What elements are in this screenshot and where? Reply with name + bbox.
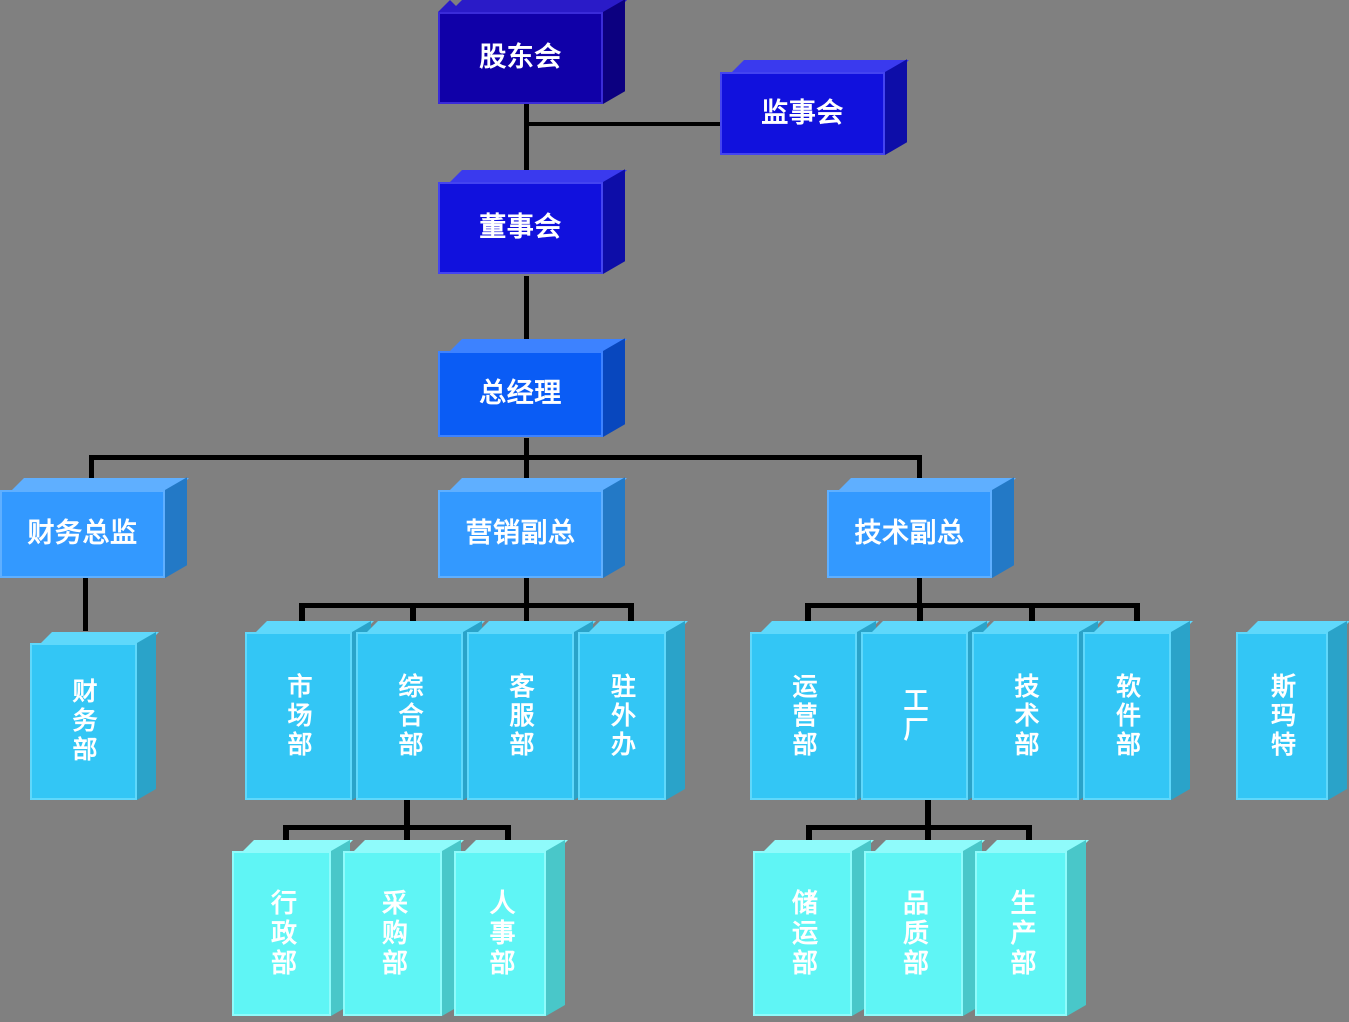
node-vp-tech-label: 技术副总 [827, 490, 992, 578]
node-smart-label: 斯玛特 [1236, 632, 1328, 800]
node-vp-marketing-side-face [603, 477, 625, 578]
node-market-dept-label: 市场部 [245, 632, 352, 800]
node-service-dept-label: 客服部 [467, 632, 574, 800]
node-storage-dept-label: 储运部 [753, 851, 852, 1016]
node-supervisors-label: 监事会 [720, 72, 885, 155]
connector-vp-tech-drop-tech [1029, 603, 1035, 633]
node-general-manager-label: 总经理 [438, 351, 603, 437]
connector-vp-marketing-stem [524, 578, 529, 606]
node-general-manager-top-plate [450, 339, 627, 351]
node-field-office[interactable]: 驻外办 [578, 621, 688, 800]
connector-vp-tech-drop-software [1134, 603, 1140, 633]
node-production-dept[interactable]: 生产部 [975, 840, 1089, 1016]
node-field-office-side-face [666, 621, 685, 800]
connector-vp-marketing-drop-service [524, 603, 529, 633]
connector-vp-marketing-drop-general [410, 603, 416, 633]
connector-gm-stem [524, 438, 529, 486]
node-quality-dept-label: 品质部 [864, 851, 963, 1016]
connector-general-drop-purchase [404, 825, 410, 851]
node-storage-dept[interactable]: 储运部 [753, 840, 874, 1016]
connector-gm-bus [89, 455, 922, 460]
node-service-dept[interactable]: 客服部 [467, 621, 596, 800]
connector-factory-stem [925, 800, 931, 830]
node-hr-dept-side-face [546, 840, 565, 1016]
node-quality-dept[interactable]: 品质部 [864, 840, 985, 1016]
connector-shareholders-stem [524, 102, 529, 171]
node-finance-dept-side-face [137, 632, 156, 800]
node-smart-side-face [1328, 621, 1347, 800]
node-cfo-side-face [165, 477, 187, 578]
node-general-manager[interactable]: 总经理 [438, 338, 627, 437]
node-hr-dept[interactable]: 人事部 [454, 840, 568, 1016]
connector-vp-tech-drop-factory [917, 603, 923, 633]
node-shareholders-label: 股东会 [438, 12, 603, 104]
node-factory-label: 工厂 [861, 632, 968, 800]
node-software-dept-label: 软件部 [1083, 632, 1171, 800]
node-vp-marketing-label: 营销副总 [438, 490, 603, 578]
connector-vp-tech-bus [805, 603, 1140, 608]
node-cfo[interactable]: 财务总监 [0, 477, 189, 578]
connector-general-drop-hr [505, 825, 511, 851]
connector-vp-tech-stem [917, 578, 922, 606]
node-shareholders-top-plate [450, 0, 627, 12]
node-cfo-label: 财务总监 [0, 490, 165, 578]
node-ops-dept-label: 运营部 [750, 632, 857, 800]
node-software-dept[interactable]: 软件部 [1083, 621, 1193, 800]
node-finance-dept-label: 财务部 [30, 643, 137, 800]
node-tech-dept-label: 技术部 [972, 632, 1079, 800]
connector-factory-drop-quality [925, 825, 931, 851]
node-admin-dept-label: 行政部 [232, 851, 331, 1016]
node-purchase-dept[interactable]: 采购部 [343, 840, 464, 1016]
node-factory[interactable]: 工厂 [861, 621, 990, 800]
connector-board-to-gm [524, 276, 529, 349]
connector-cfo-to-finance [83, 578, 88, 631]
node-board-side-face [603, 169, 625, 274]
node-vp-marketing[interactable]: 营销副总 [438, 477, 627, 578]
connector-vp-marketing-drop-market [299, 603, 305, 633]
node-ops-dept[interactable]: 运营部 [750, 621, 879, 800]
node-vp-tech-top-plate [839, 478, 1016, 490]
node-board-label: 董事会 [438, 182, 603, 274]
node-general-manager-side-face [603, 338, 625, 437]
connector-gm-drop-cfo [89, 455, 94, 488]
node-vp-tech-side-face [992, 477, 1014, 578]
node-production-dept-label: 生产部 [975, 851, 1067, 1016]
connector-vp-marketing-bus [299, 603, 633, 608]
node-supervisors-side-face [885, 59, 907, 155]
node-field-office-label: 驻外办 [578, 632, 666, 800]
node-supervisors[interactable]: 监事会 [720, 59, 909, 155]
node-general-dept-label: 综合部 [356, 632, 463, 800]
node-purchase-dept-label: 采购部 [343, 851, 442, 1016]
node-shareholders-side-face [603, 0, 625, 104]
node-production-dept-side-face [1067, 840, 1086, 1016]
node-hr-dept-label: 人事部 [454, 851, 546, 1016]
node-vp-tech[interactable]: 技术副总 [827, 477, 1016, 578]
node-board-top-plate [450, 170, 627, 182]
node-cfo-top-plate [12, 478, 189, 490]
node-general-dept[interactable]: 综合部 [356, 621, 485, 800]
node-vp-marketing-top-plate [450, 478, 627, 490]
node-smart[interactable]: 斯玛特 [1236, 621, 1349, 800]
connector-vp-marketing-drop-field [628, 603, 634, 633]
connector-gm-drop-vp-tech [917, 455, 922, 488]
connector-factory-drop-storage [806, 825, 812, 851]
node-board[interactable]: 董事会 [438, 169, 627, 274]
connector-general-drop-admin [283, 825, 289, 851]
node-supervisors-top-plate [732, 60, 909, 72]
node-shareholders[interactable]: 股东会 [438, 0, 627, 104]
node-finance-dept[interactable]: 财务部 [30, 632, 159, 800]
connector-general-stem [404, 800, 410, 830]
node-tech-dept[interactable]: 技术部 [972, 621, 1101, 800]
node-admin-dept[interactable]: 行政部 [232, 840, 353, 1016]
connector-general-bus [283, 825, 510, 830]
connector-vp-tech-drop-ops [805, 603, 811, 633]
connector-factory-bus [806, 825, 1031, 830]
node-software-dept-side-face [1171, 621, 1190, 800]
connector-factory-drop-production [1026, 825, 1032, 851]
node-market-dept[interactable]: 市场部 [245, 621, 374, 800]
connector-shareholders-to-supervisors [524, 122, 722, 126]
